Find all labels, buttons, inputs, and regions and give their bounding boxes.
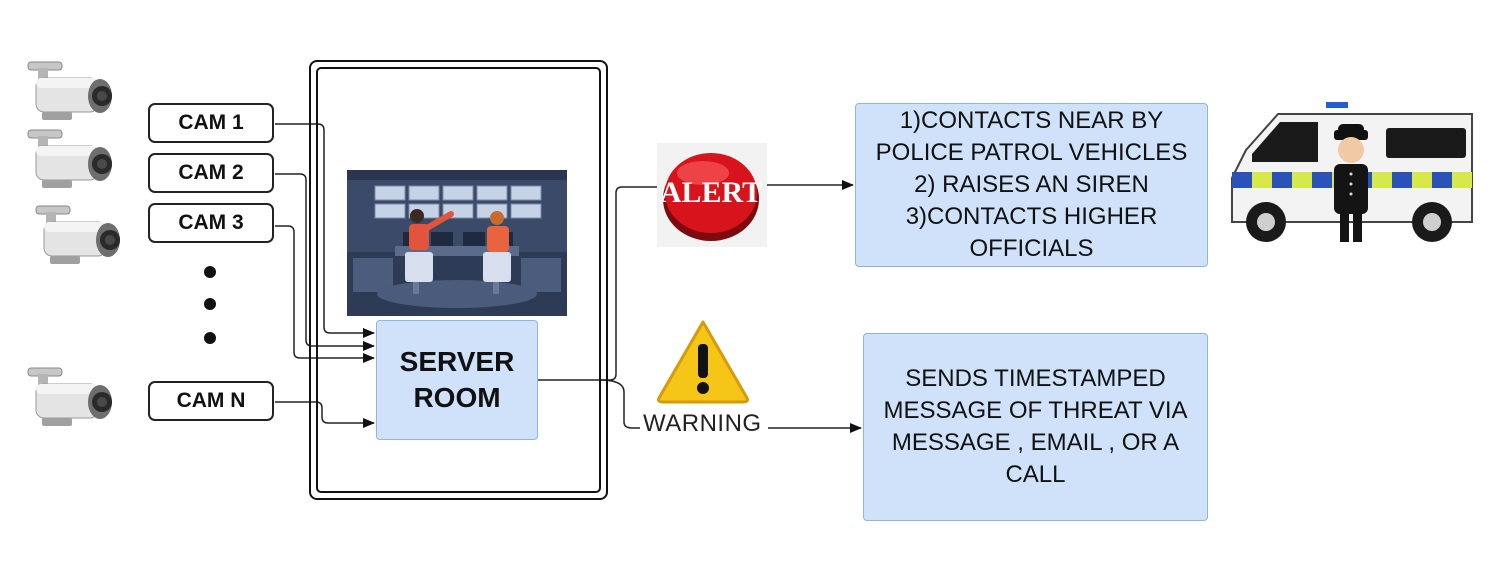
server-enclosure	[309, 60, 608, 500]
ellipsis-dot	[204, 266, 216, 278]
warning-triangle-icon	[655, 318, 751, 409]
server-to-alert-connector	[538, 186, 658, 381]
warning-label: WARNING	[643, 410, 762, 437]
cam1-connector	[275, 123, 375, 338]
alert-button-icon: ALERT	[657, 143, 767, 247]
cctv-camera-icon	[22, 126, 120, 203]
warning-actions-box: SENDS TIMESTAMPED MESSAGE OF THREAT VIA …	[863, 333, 1208, 521]
ellipsis-dot	[204, 298, 216, 310]
control-room-illustration	[347, 170, 567, 316]
cctv-camera-icon	[22, 58, 120, 135]
server-room-box: SERVER ROOM	[376, 320, 538, 440]
server-to-warning-connector	[599, 379, 640, 429]
alert-actions-box: 1)CONTACTS NEAR BY POLICE PATROL VEHICLE…	[855, 103, 1208, 267]
ellipsis-dot	[204, 332, 216, 344]
cctv-camera-icon	[30, 202, 128, 279]
alert-badge-text: ALERT	[659, 176, 763, 209]
cam-1-label: CAM 1	[148, 103, 274, 143]
cam-2-label: CAM 2	[148, 153, 274, 193]
cam3-connector	[275, 225, 375, 363]
cam-3-label: CAM 3	[148, 203, 274, 243]
camn-connector	[275, 401, 375, 428]
police-van-illustration	[1226, 100, 1476, 251]
cam-n-label: CAM N	[148, 381, 274, 421]
cctv-camera-icon	[22, 364, 120, 441]
